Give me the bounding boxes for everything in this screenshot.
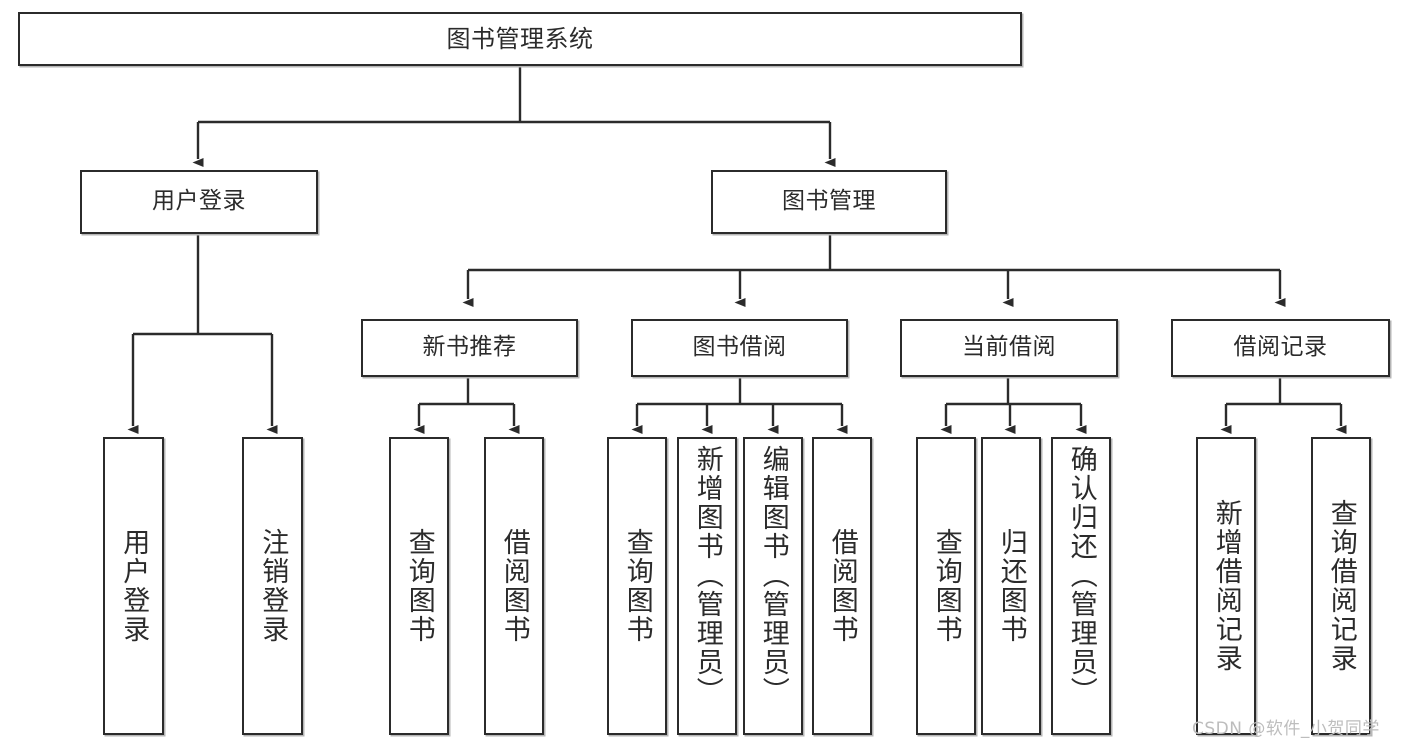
node-label: 新增图书（管理员）: [691, 445, 723, 706]
node-label: 注销登录: [257, 528, 289, 644]
node-label: 新书推荐: [422, 334, 517, 361]
node-leaf-query-book-3[interactable]: 查询图书: [916, 437, 976, 735]
node-label: 新增借阅记录: [1210, 499, 1242, 673]
node-label: 查询图书: [621, 528, 653, 644]
node-leaf-user-login[interactable]: 用户登录: [103, 437, 164, 735]
node-book-borrow[interactable]: 图书借阅: [631, 319, 848, 377]
node-leaf-borrow-book-2[interactable]: 借阅图书: [812, 437, 872, 735]
node-label: 确认归还（管理员）: [1065, 445, 1097, 706]
node-label: 用户登录: [152, 188, 246, 215]
node-user-login[interactable]: 用户登录: [80, 170, 318, 234]
node-label: 借阅图书: [826, 528, 858, 644]
node-leaf-add-borrow-record[interactable]: 新增借阅记录: [1196, 437, 1256, 735]
node-label: 用户登录: [118, 528, 150, 644]
node-label: 查询借阅记录: [1325, 499, 1357, 673]
node-leaf-query-book-1[interactable]: 查询图书: [389, 437, 449, 735]
node-label: 查询图书: [403, 528, 435, 644]
node-label: 图书借阅: [692, 334, 787, 361]
node-leaf-query-book-2[interactable]: 查询图书: [607, 437, 667, 735]
node-root-system[interactable]: 图书管理系统: [18, 12, 1022, 66]
node-label: 图书管理系统: [446, 24, 594, 53]
node-leaf-logout[interactable]: 注销登录: [242, 437, 303, 735]
csdn-watermark: CSDN @软件_小贺同学: [1192, 719, 1380, 739]
node-leaf-borrow-book-1[interactable]: 借阅图书: [484, 437, 544, 735]
node-label: 当前借阅: [962, 334, 1056, 361]
node-current-borrow[interactable]: 当前借阅: [900, 319, 1118, 377]
node-book-management[interactable]: 图书管理: [711, 170, 947, 234]
node-label: 编辑图书（管理员）: [757, 445, 789, 706]
node-leaf-query-borrow-record[interactable]: 查询借阅记录: [1311, 437, 1371, 735]
node-label: 图书管理: [782, 188, 876, 215]
node-borrow-record[interactable]: 借阅记录: [1171, 319, 1390, 377]
node-label: 归还图书: [995, 528, 1027, 644]
node-label: 查询图书: [930, 528, 962, 644]
node-leaf-edit-book-admin[interactable]: 编辑图书（管理员）: [743, 437, 803, 735]
node-new-book-recommend[interactable]: 新书推荐: [361, 319, 578, 377]
node-label: 借阅图书: [498, 528, 530, 644]
node-label: 借阅记录: [1233, 334, 1328, 361]
node-leaf-confirm-return-admin[interactable]: 确认归还（管理员）: [1051, 437, 1111, 735]
node-leaf-return-book[interactable]: 归还图书: [981, 437, 1041, 735]
node-leaf-add-book-admin[interactable]: 新增图书（管理员）: [677, 437, 737, 735]
